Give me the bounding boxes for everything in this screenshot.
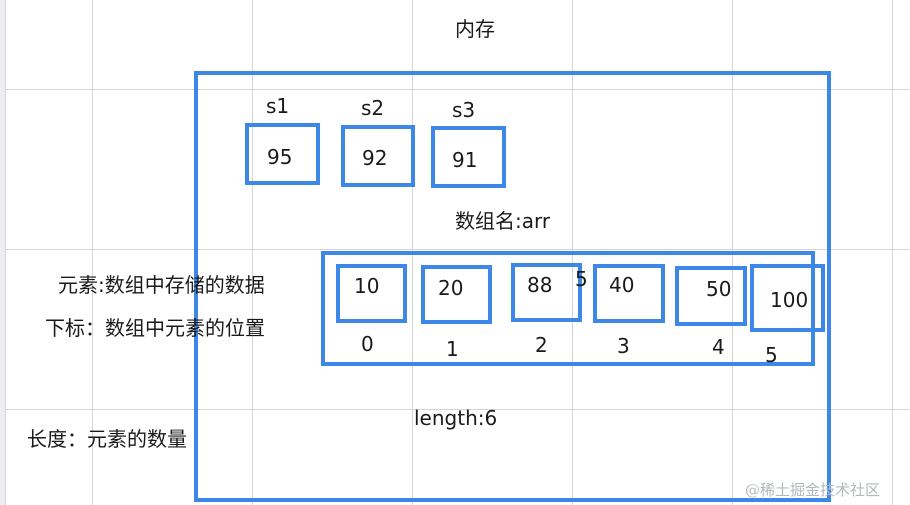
variable-box-s2[interactable]: [341, 125, 415, 187]
array-value-0: 10: [354, 274, 380, 298]
array-cell-0[interactable]: [336, 264, 407, 323]
array-cell-3[interactable]: [593, 264, 665, 323]
array-cell-4[interactable]: [675, 266, 747, 326]
variable-box-s3[interactable]: [431, 126, 506, 188]
array-index-0: 0: [361, 332, 374, 356]
array-value-1: 20: [438, 276, 464, 300]
definition-length: 长度：元素的数量: [27, 427, 187, 451]
array-value-5: 100: [770, 288, 809, 312]
grid-line: [5, 409, 910, 410]
canvas-left-edge: [0, 0, 6, 505]
array-cell-5[interactable]: [750, 264, 825, 332]
array-value-2: 88: [527, 273, 553, 297]
variable-box-s1[interactable]: [245, 123, 320, 185]
array-value-4: 50: [706, 277, 732, 301]
variable-value-s2: 92: [362, 146, 388, 170]
array-length-label: length:6: [414, 406, 498, 430]
grid-line: [92, 0, 93, 505]
array-index-4: 4: [712, 335, 725, 359]
array-cell-1[interactable]: [421, 265, 492, 324]
array-cell-2[interactable]: [511, 263, 582, 322]
variable-value-s1: 95: [267, 145, 293, 169]
watermark: @稀土掘金技术社区: [745, 481, 881, 499]
definition-index: 下标：数组中元素的位置: [45, 316, 265, 340]
memory-box[interactable]: [194, 71, 831, 502]
array-index-3: 3: [617, 334, 630, 358]
array-box[interactable]: [321, 251, 815, 366]
variable-name-s1: s1: [266, 94, 290, 118]
definition-element: 元素:数组中存储的数据: [58, 273, 265, 297]
grid-line: [5, 249, 910, 250]
array-index-1: 1: [446, 337, 459, 361]
variable-name-s2: s2: [361, 96, 385, 120]
array-name-label: 数组名:arr: [455, 209, 551, 233]
grid-line: [5, 89, 910, 90]
memory-title: 内存: [455, 17, 495, 41]
variable-value-s3: 91: [452, 148, 478, 172]
stray-number-label: 5: [575, 267, 588, 291]
array-index-5: 5: [765, 343, 778, 367]
variable-name-s3: s3: [452, 98, 476, 122]
array-value-3: 40: [609, 273, 635, 297]
grid-line: [892, 0, 893, 505]
grid-line: [252, 0, 253, 505]
array-index-2: 2: [535, 333, 548, 357]
